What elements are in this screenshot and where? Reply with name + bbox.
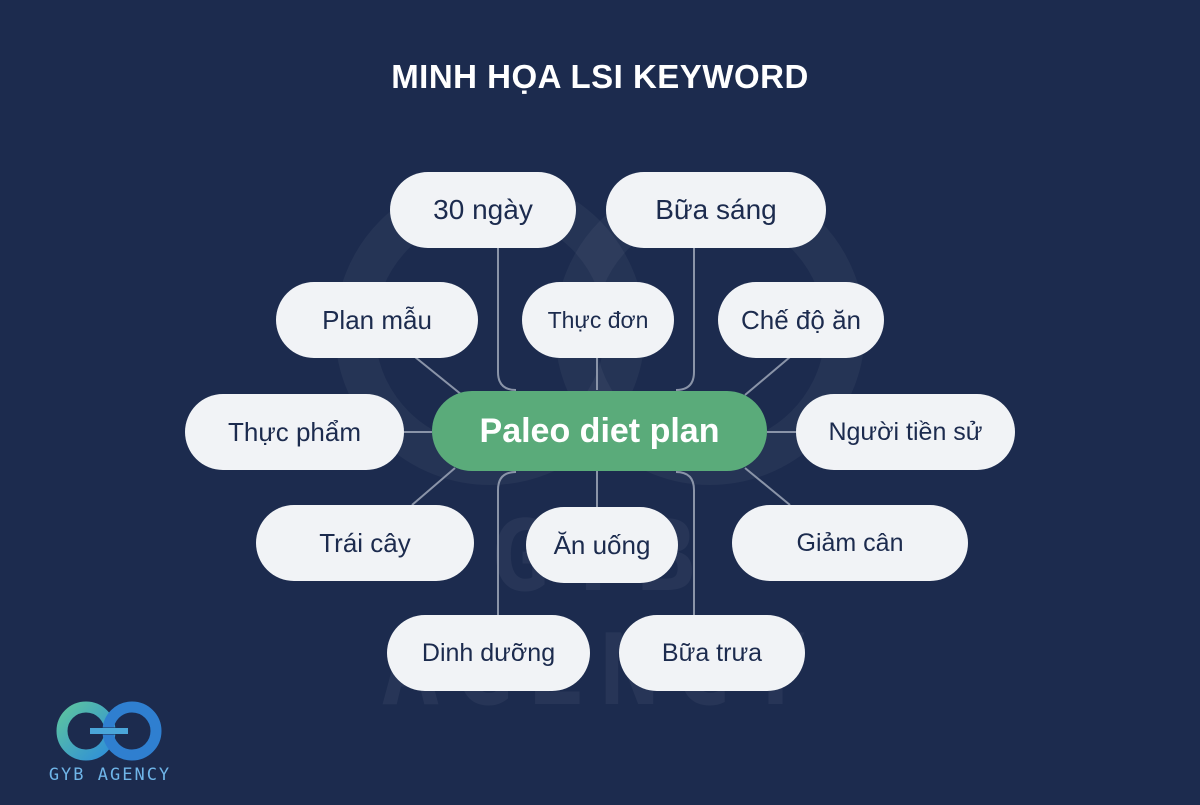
keyword-che-do-an: Chế độ ăn	[718, 282, 884, 358]
connector-trai-cay	[411, 467, 456, 506]
keyword-30-ngay: 30 ngày	[390, 172, 576, 248]
keyword-nguoi-tien-su: Người tiền sử	[796, 394, 1015, 470]
center-keyword: Paleo diet plan	[432, 391, 767, 471]
keyword-dinh-duong: Dinh dưỡng	[387, 615, 590, 691]
keyword-giam-can: Giảm cân	[732, 505, 968, 581]
keyword-bua-trua: Bữa trưa	[619, 615, 805, 691]
connector-che-do-an	[744, 356, 791, 396]
connector-dinh-duong	[497, 471, 517, 615]
connector-giam-can	[744, 467, 791, 506]
keyword-thuc-don: Thực đơn	[522, 282, 674, 358]
keyword-bua-sang: Bữa sáng	[606, 172, 826, 248]
gyb-logo-icon	[56, 701, 162, 761]
keyword-thuc-pham: Thực phẩm	[185, 394, 404, 470]
connector-plan-mau	[414, 356, 463, 396]
keyword-an-uong: Ăn uống	[526, 507, 678, 583]
keyword-plan-mau: Plan mẫu	[276, 282, 478, 358]
keyword-trai-cay: Trái cây	[256, 505, 474, 581]
logo-text: GYB AGENCY	[48, 765, 172, 785]
connector-30-ngay	[497, 248, 517, 391]
connector-bua-trua	[675, 471, 695, 615]
connector-bua-sang	[675, 248, 695, 391]
diagram-title: MINH HỌA LSI KEYWORD	[391, 58, 809, 95]
